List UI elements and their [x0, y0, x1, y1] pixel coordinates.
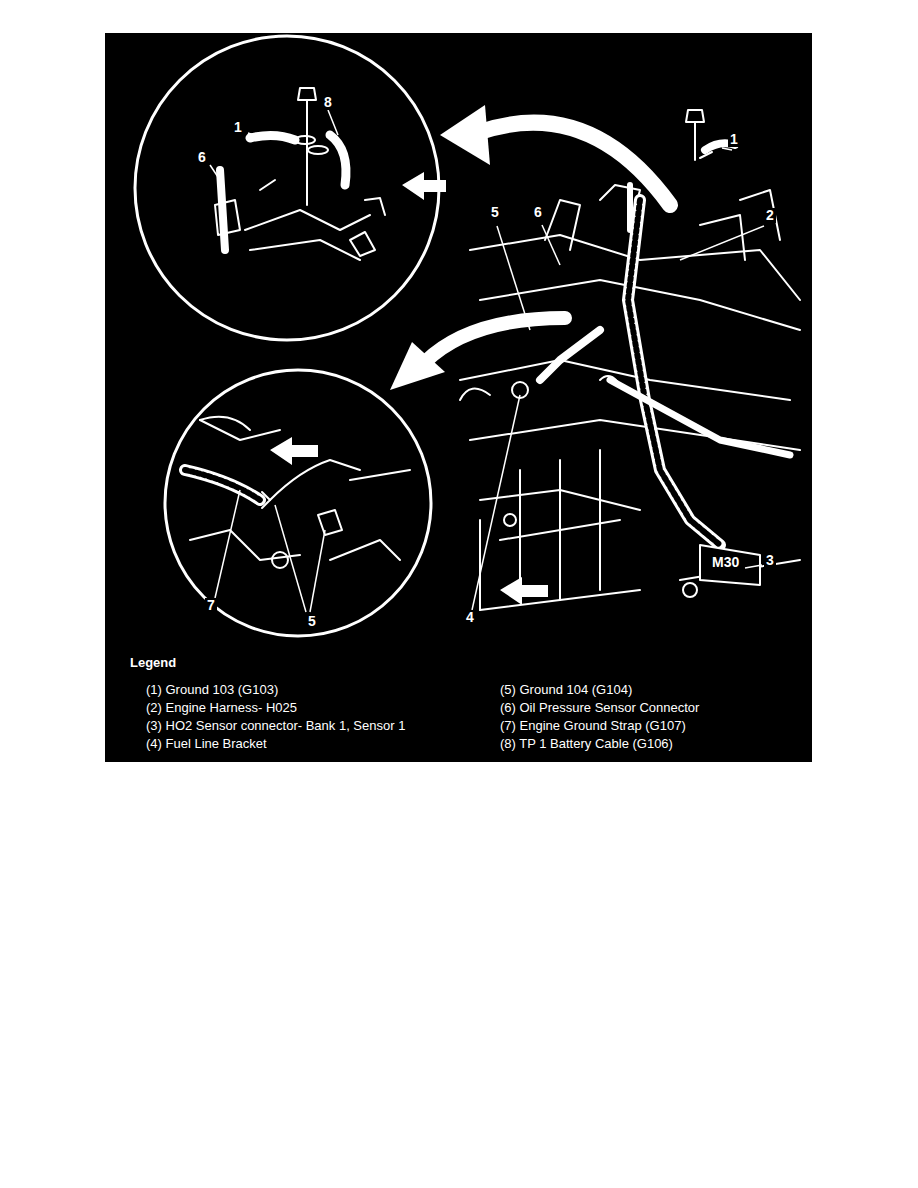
legend-heading: Legend: [130, 656, 176, 670]
legend-entry: (6) Oil Pressure Sensor Connector: [500, 701, 699, 715]
callout-number: 6: [532, 205, 544, 220]
legend-entry: (3) HO2 Sensor connector- Bank 1, Sensor…: [146, 719, 405, 733]
legend-entry: (1) Ground 103 (G103): [146, 683, 278, 697]
callout-number: 5: [306, 614, 318, 629]
legend-entry: (4) Fuel Line Bracket: [146, 737, 267, 751]
legend-entry: (2) Engine Harness- H025: [146, 701, 297, 715]
callout-number: 7: [205, 598, 217, 613]
callout-number: 2: [764, 208, 776, 223]
legend-entry: (5) Ground 104 (G104): [500, 683, 632, 697]
legend-entry: (8) TP 1 Battery Cable (G106): [500, 737, 673, 751]
legend-entry: (7) Engine Ground Strap (G107): [500, 719, 686, 733]
callout-number: 4: [464, 610, 476, 625]
callout-number: 3: [764, 553, 776, 568]
part-marking: M30: [712, 555, 739, 570]
callout-number: 8: [322, 95, 334, 110]
callout-number: 1: [232, 120, 244, 135]
callout-number: 6: [196, 150, 208, 165]
callout-number: 5: [489, 205, 501, 220]
callout-number: 1: [728, 132, 740, 147]
